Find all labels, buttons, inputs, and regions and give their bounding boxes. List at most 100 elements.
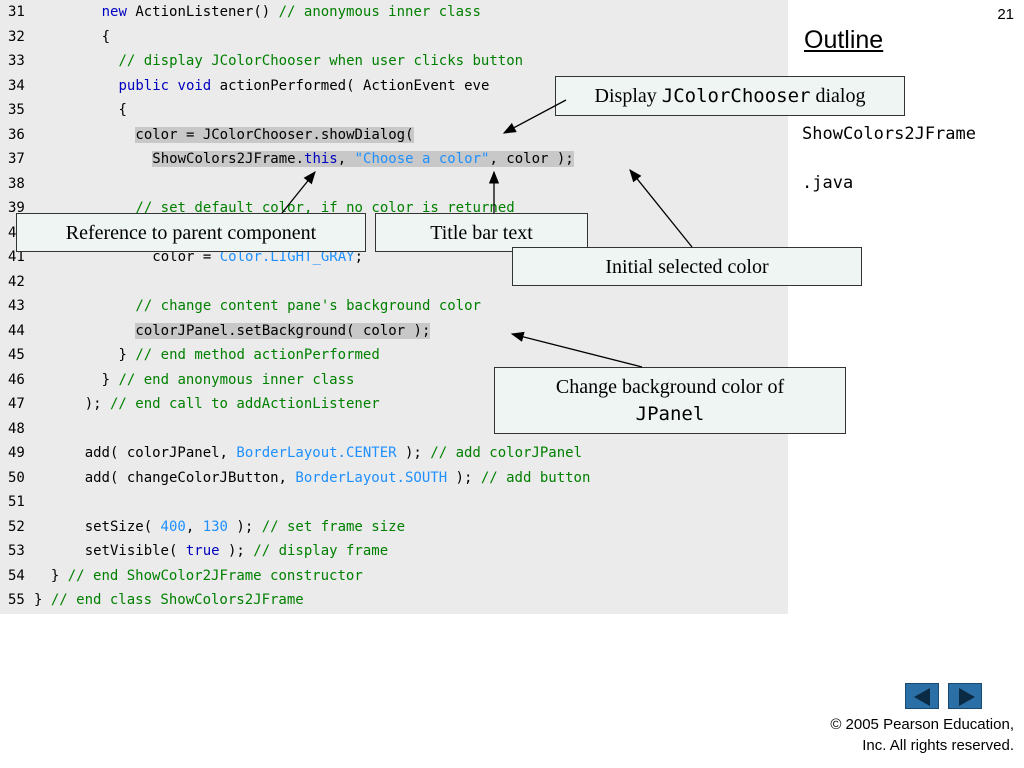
code-token: // end method actionPerformed	[135, 347, 380, 363]
code-line: 37 ShowColors2JFrame.this, "Choose a colo…	[0, 147, 788, 171]
line-number: 42	[8, 273, 25, 290]
callout-initial-color-text: Initial selected color	[605, 256, 769, 278]
code-text: color = JColorChooser.showDialog(	[135, 123, 414, 147]
code-token	[169, 78, 177, 94]
line-number: 52	[8, 518, 25, 535]
code-line: 43 // change content pane's background co…	[0, 294, 788, 318]
code-token: // display frame	[253, 543, 389, 559]
code-token: );	[396, 445, 431, 461]
code-token: // add button	[480, 469, 591, 486]
code-token: // add colorJPanel	[430, 445, 582, 461]
line-number: 41	[8, 249, 25, 265]
line-number: 37	[8, 151, 25, 167]
code-token: setSize(	[84, 518, 161, 535]
code-token: BorderLayout.SOUTH	[295, 469, 448, 486]
code-token: color = JColorChooser.showDialog(	[135, 126, 414, 143]
code-line: 42	[0, 270, 788, 294]
callout-parent-component: Reference to parent component	[16, 213, 366, 252]
code-text: ShowColors2JFrame.this, "Choose a color"…	[152, 147, 574, 171]
code-token: );	[219, 543, 254, 559]
code-token: add( changeColorJButton,	[84, 469, 296, 486]
code-token: {	[101, 28, 111, 45]
code-token: // end anonymous inner class	[118, 371, 355, 388]
left-arrow-icon	[914, 688, 930, 706]
line-number: 55	[8, 592, 25, 608]
code-token: // anonymous inner class	[278, 4, 481, 20]
copyright-line1: © 2005 Pearson Education,	[830, 716, 1014, 733]
code-token: actionPerformed( ActionEvent eve	[211, 77, 490, 94]
code-text: {	[102, 25, 110, 49]
callout-change-background-line1: Change background color of	[555, 376, 785, 398]
code-token: ;	[354, 249, 364, 265]
callout-display-dialog-pre: Display	[594, 85, 662, 107]
code-token: 400	[160, 518, 186, 535]
code-text: setVisible( true ); // display frame	[85, 539, 388, 563]
code-token: public	[118, 77, 170, 94]
code-text: new ActionListener() // anonymous inner …	[102, 0, 481, 24]
line-number: 32	[8, 28, 25, 45]
code-token: 130	[202, 518, 228, 535]
code-token: setVisible(	[84, 543, 186, 559]
code-token: }	[101, 371, 119, 388]
line-number: 45	[8, 347, 25, 363]
line-number: 47	[8, 396, 25, 412]
line-number: 38	[8, 175, 25, 192]
code-token: new	[101, 4, 127, 20]
line-number: 39	[8, 200, 25, 216]
side-filename-part2: .java	[802, 173, 854, 193]
code-text: } // end method actionPerformed	[119, 343, 380, 367]
previous-slide-button[interactable]	[905, 683, 939, 709]
line-number: 33	[8, 53, 25, 69]
code-line: 53 setVisible( true ); // display frame	[0, 539, 788, 563]
line-number: 49	[8, 445, 25, 461]
line-number: 46	[8, 371, 25, 388]
code-token: );	[228, 518, 262, 535]
callout-display-dialog: Display JColorChooser dialog	[555, 76, 905, 116]
code-token: , color );	[489, 151, 574, 167]
code-token: void	[177, 77, 212, 94]
code-text: // display JColorChooser when user click…	[119, 49, 524, 73]
code-token: );	[84, 396, 110, 412]
code-token: colorJPanel.setBackground( color );	[135, 322, 431, 339]
code-line: 51	[0, 490, 788, 514]
line-number: 53	[8, 543, 25, 559]
code-line: 48	[0, 417, 788, 441]
next-slide-button[interactable]	[948, 683, 982, 709]
code-line: 35{	[0, 98, 788, 122]
code-line: 33 // display JColorChooser when user cli…	[0, 49, 788, 73]
code-text: setSize( 400, 130 ); // set frame size	[85, 515, 405, 539]
code-line: 46} // end anonymous inner class	[0, 368, 788, 392]
code-token: // end ShowColor2JFrame constructor	[67, 567, 363, 584]
code-token: add( colorJPanel,	[84, 445, 237, 461]
code-token: // end call to addActionListener	[109, 396, 380, 412]
code-token: // change content pane's background colo…	[135, 298, 481, 314]
code-text: } // end anonymous inner class	[102, 368, 355, 392]
code-line: 32 {	[0, 25, 788, 49]
right-arrow-icon	[959, 688, 975, 706]
callout-display-dialog-class: JColorChooser	[661, 85, 811, 107]
code-line: 54} // end ShowColor2JFrame constructor	[0, 564, 788, 588]
code-line: 45} // end method actionPerformed	[0, 343, 788, 367]
code-token: }	[118, 347, 136, 363]
code-token: }	[50, 567, 68, 584]
code-text: ); // end call to addActionListener	[85, 392, 380, 416]
copyright-notice: © 2005 Pearson Education, Inc. All right…	[784, 714, 1014, 756]
code-text: {	[119, 98, 127, 122]
code-token: // set frame size	[261, 518, 406, 535]
line-number: 36	[8, 126, 25, 143]
code-token: ActionListener()	[126, 4, 279, 20]
code-token: this	[304, 151, 338, 167]
line-number: 43	[8, 298, 25, 314]
callout-change-background-class: JPanel	[635, 403, 705, 425]
code-token: color =	[152, 249, 220, 265]
code-text: add( changeColorJButton, BorderLayout.SO…	[85, 466, 591, 490]
code-text: colorJPanel.setBackground( color );	[135, 319, 431, 343]
code-token: BorderLayout.CENTER	[236, 445, 397, 461]
outline-link[interactable]: Outline	[804, 26, 884, 54]
code-text: } // end ShowColor2JFrame constructor	[51, 564, 363, 588]
code-token: // display JColorChooser when user click…	[118, 53, 524, 69]
